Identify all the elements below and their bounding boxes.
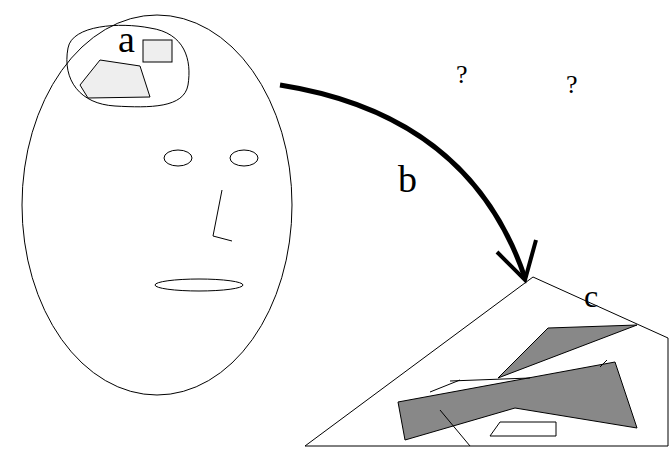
projection-plane <box>305 277 668 446</box>
eye <box>230 150 258 166</box>
thought-shape <box>80 60 150 98</box>
nose <box>213 190 232 241</box>
plane-line <box>600 360 607 367</box>
question-mark: ? <box>456 62 468 88</box>
part-label: b <box>398 160 417 198</box>
eye <box>164 150 192 166</box>
question-mark: ? <box>566 72 578 98</box>
thought-square <box>143 40 172 62</box>
plane-line <box>430 380 460 392</box>
plane-line <box>450 378 530 381</box>
projection-arrow <box>280 85 525 278</box>
plane-shape <box>490 422 556 436</box>
plane-shape <box>398 362 637 440</box>
part-label: c <box>584 280 598 312</box>
mouth <box>155 279 243 291</box>
head-outline <box>22 15 292 395</box>
arrow-head <box>497 240 536 280</box>
plane-line <box>440 410 470 446</box>
part-label: a <box>118 20 135 58</box>
